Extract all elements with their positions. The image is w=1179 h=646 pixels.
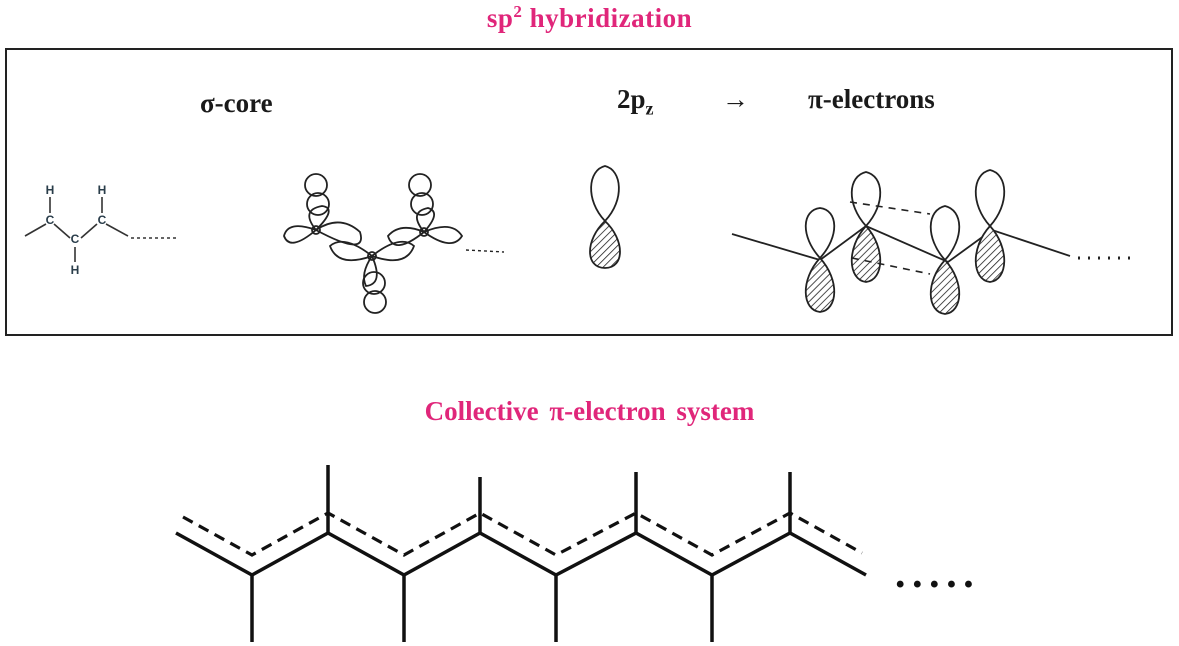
carbon-nucleus [419,227,429,237]
orbital-lobe [422,226,464,244]
orbital-lobe [304,173,328,197]
2pz-orbital [589,165,621,269]
structural-formula [24,197,178,262]
carbon-nucleus [367,251,377,261]
sigma-continuation [465,249,505,253]
orbital-lobe-lower [850,224,882,283]
collective-pi-chain [175,465,867,642]
formula-bond [105,223,129,237]
atom-h: H [46,183,55,197]
orbital-lobe-lower [589,219,621,269]
orbital-lobe-lower [974,224,1006,283]
formula-bond [24,223,47,237]
orbital-lobe [363,254,378,287]
pi-backbone [731,224,1071,264]
label-sigma-core: σ-core [200,88,273,118]
chain-ellipsis: • • • • • [896,571,974,598]
pi-overlap-line [851,257,931,275]
hybridization-box [5,48,1173,336]
title-sp2-hybridization: sp2 hybridization [486,2,693,33]
orbital-lobe [386,226,426,246]
atom-h: H [98,183,107,197]
orbital-lobe-upper [804,207,836,260]
orbital-lobe [283,225,318,244]
orbital-lobe-lower [804,256,836,313]
orbital-lobe-upper [590,165,620,223]
pi-delocalized-line [182,511,863,557]
orbital-lobe-upper [974,169,1006,228]
orbital-lobe [416,207,435,234]
arrow-label: → [722,84,749,114]
orbital-lobe [408,173,432,197]
orbital-lobe [306,192,330,216]
atom-h: H [71,263,80,277]
label-pi-electrons: π-electrons [808,84,935,114]
atom-c: C [71,232,80,246]
title-collective-pi-electron-system: Collective π-electron system [424,396,755,426]
pi-overlap-line [849,201,931,215]
pi-electrons-orbitals [731,169,1138,315]
formula-bond [80,223,98,239]
atom-c: C [46,213,55,227]
orbital-lobe-upper [850,171,882,228]
carbon-nucleus [311,225,321,235]
orbital-lobe [328,240,374,262]
orbital-lobe [410,192,434,216]
orbital-lobe-upper [929,205,961,262]
orbital-lobe [370,240,416,262]
sigma-backbone [175,531,867,577]
orbital-lobe-lower [929,258,961,315]
sigma-core-orbitals [283,173,505,314]
atom-c: C [98,213,107,227]
orbital-lobe [308,205,330,232]
label-2pz: 2pz [617,84,654,119]
formula-bond [53,223,71,239]
orbital-lobe [363,290,387,314]
orbital-lobe [362,271,386,295]
